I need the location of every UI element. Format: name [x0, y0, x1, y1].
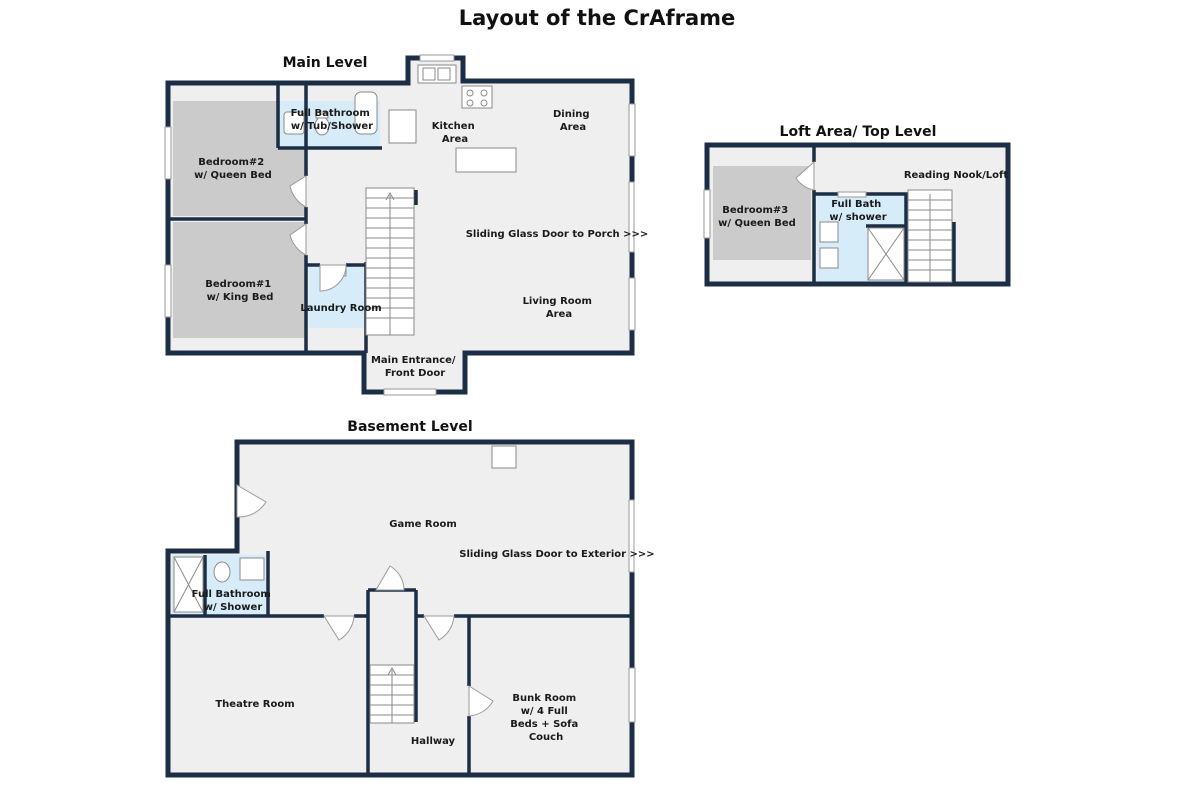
label-bedroom2: Bedroom#2 w/ Queen Bed — [194, 157, 272, 181]
window-dining — [628, 103, 636, 157]
main-stairs — [365, 187, 415, 336]
door-theatre[interactable] — [323, 615, 355, 641]
door-bedroom1[interactable] — [289, 223, 307, 256]
loft-stairs — [907, 189, 953, 283]
window-bedroom3 — [703, 189, 711, 239]
main-outer-walls — [165, 55, 635, 395]
stove — [461, 85, 493, 109]
basement-level: Basement Level — [165, 419, 655, 778]
window-living — [628, 277, 636, 331]
window-bunk-room — [628, 667, 636, 723]
fridge — [388, 109, 417, 144]
door-basement-exterior[interactable] — [236, 484, 267, 518]
page-title: Layout of the CrAframe — [459, 6, 736, 30]
label-basement-bathroom: Full Bathroom w/ Shower — [192, 589, 275, 613]
bath-sink — [283, 111, 305, 135]
basement-toilet — [213, 561, 231, 583]
label-bedroom3: Bedroom#3 w/ Queen Bed — [718, 205, 796, 229]
label-entrance: Main Entrance/ Front Door — [371, 355, 459, 379]
basement-level-heading: Basement Level — [347, 419, 472, 435]
label-dining: Dining Area — [553, 109, 593, 133]
loft-toilet — [819, 247, 839, 269]
label-sliding-door-porch: Sliding Glass Door to Porch >>> — [466, 229, 649, 240]
door-loft-bath[interactable] — [837, 191, 867, 198]
door-bedroom3[interactable] — [795, 160, 815, 191]
bath-toilet-tank — [315, 111, 329, 119]
label-theatre-room: Theatre Room — [215, 699, 294, 710]
label-hallway: Hallway — [411, 736, 456, 747]
label-kitchen: Kitchen Area — [432, 121, 478, 145]
basement-stairs — [369, 664, 415, 724]
window-bedroom1 — [164, 264, 172, 318]
sliding-door-exterior[interactable] — [628, 499, 635, 573]
label-laundry: Laundry Room — [300, 303, 381, 314]
label-living: Living Room Area — [523, 296, 596, 320]
main-level: Main Level — [164, 54, 649, 396]
label-bunk-room: Bunk Room w/ 4 Full Beds + Sofa Couch — [510, 693, 582, 743]
main-level-heading: Main Level — [283, 55, 368, 71]
loft-level-heading: Loft Area/ Top Level — [780, 124, 937, 140]
basement-outer-walls — [165, 439, 635, 778]
front-door[interactable] — [383, 388, 437, 396]
label-bedroom1: Bedroom#1 w/ King Bed — [205, 279, 274, 303]
label-game-room: Game Room — [389, 519, 457, 530]
sink-basin-right — [437, 67, 451, 81]
door-hallway[interactable] — [423, 615, 455, 641]
window-kitchen — [419, 54, 455, 62]
label-sliding-door-exterior: Sliding Glass Door to Exterior >>> — [459, 549, 654, 560]
bedroom3-bed-area — [713, 166, 811, 260]
door-bunk-room[interactable] — [468, 685, 494, 717]
basement-fixture-box — [491, 445, 517, 469]
sliding-door-porch[interactable] — [628, 181, 635, 253]
loft-sink — [819, 221, 839, 243]
bathtub — [354, 91, 378, 135]
kitchen-island — [455, 147, 517, 173]
bedroom1-bed-area — [173, 222, 305, 338]
label-full-bathroom: Full Bathroom w/ Tub/Shower — [291, 108, 374, 132]
door-laundry[interactable] — [319, 264, 347, 292]
label-loft-bath: Full Bath w/ shower — [829, 199, 886, 223]
window-bedroom2 — [164, 126, 172, 180]
door-stair-top[interactable] — [375, 565, 405, 591]
label-reading-nook: Reading Nook/Loft — [904, 170, 1009, 181]
kitchen-sink-counter — [417, 64, 457, 84]
basement-sink — [239, 557, 265, 581]
sink-basin-left — [422, 67, 436, 81]
loft-level: Loft Area/ Top Level — [703, 124, 1011, 287]
basement-floor — [168, 442, 632, 775]
door-bedroom2[interactable] — [289, 175, 307, 208]
